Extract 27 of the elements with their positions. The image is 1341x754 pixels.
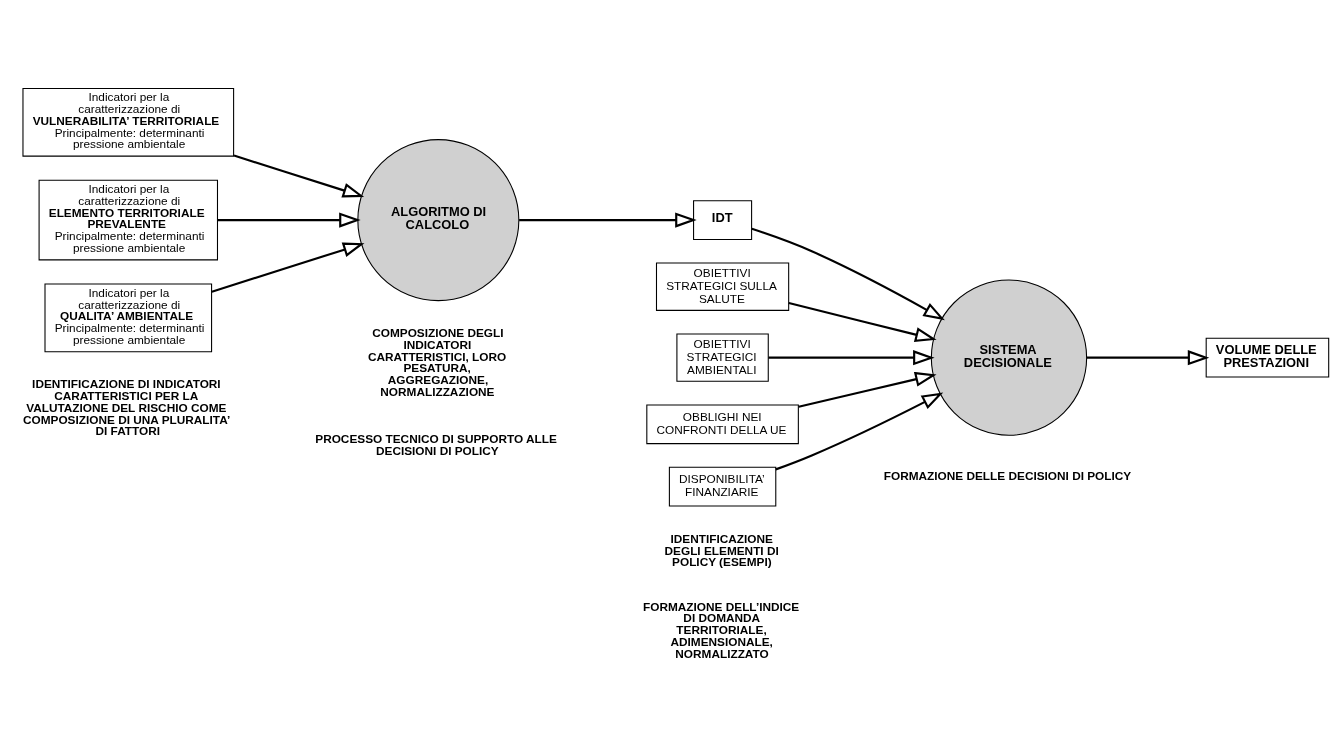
arrow [788,301,937,342]
label: IDENTIFICAZIONE DI INDICATORI CARATTERISTICI PER LA VALUTAZIONE DEL RISCHIO COME COMPOSIZIONE DI UNA PLURALITA’ DI FATTORI [22,377,230,439]
node-circle: ALGORITMO DI CALCOLO [356,139,519,302]
node-box: Indicatori per la caratterizzazione di QUALITA’ AMBIENTALE Principalmente: determinanti pressione ambientale [43,283,212,353]
node-box: OBIETTIVI STRATEGICI SULLA SALUTE [655,262,789,311]
label: COMPOSIZIONE DEGLI INDICATORI CARATTERISTICI, LORO PESATURA, AGGREGAZIONE, NORMALIZZAZIONE [367,326,506,400]
arrow [518,212,697,228]
node-circle: SISTEMA DECISIONALE [930,279,1087,436]
label: FORMAZIONE DELLE DECISIONI DI POLICY [883,468,1131,483]
label: FORMAZIONE DELL’INDICE DI DOMANDA TERRITORIALE, ADIMENSIONALE, NORMALIZZATO [642,599,799,661]
node-box: IDT [692,200,752,240]
label: PROCESSO TECNICO DI SUPPORTO ALLE DECISIONI DI POLICY [314,432,557,459]
label: IDENTIFICAZIONE DEGLI ELEMENTI DI POLICY (ESEMPI) [664,531,779,570]
arrow [1086,350,1209,366]
node-box: OBIETTIVI STRATEGICI AMBIENTALI [675,333,769,382]
node-box: Indicatori per la caratterizzazione di VULNERABILITA’ TERRITORIALE Principalmente: determinanti pressione ambientale [21,87,234,157]
node-box: VOLUME DELLE PRESTAZIONI [1205,337,1329,378]
node-box: DISPONIBILITA’ FINANZIARIE [668,466,776,507]
node-box: Indicatori per la caratterizzazione di ELEMENTO TERRITORIALE PREVALENTE Principalmente: determinanti pressione ambientale [38,179,218,261]
arrow [797,371,937,408]
arrow [217,212,361,228]
arrow [774,392,943,471]
arrow [767,350,935,366]
arrow [211,242,364,293]
arrow [233,154,364,198]
arrow [751,227,945,321]
node-box: OBBLIGHI NEI CONFRONTI DELLA UE [645,404,799,445]
